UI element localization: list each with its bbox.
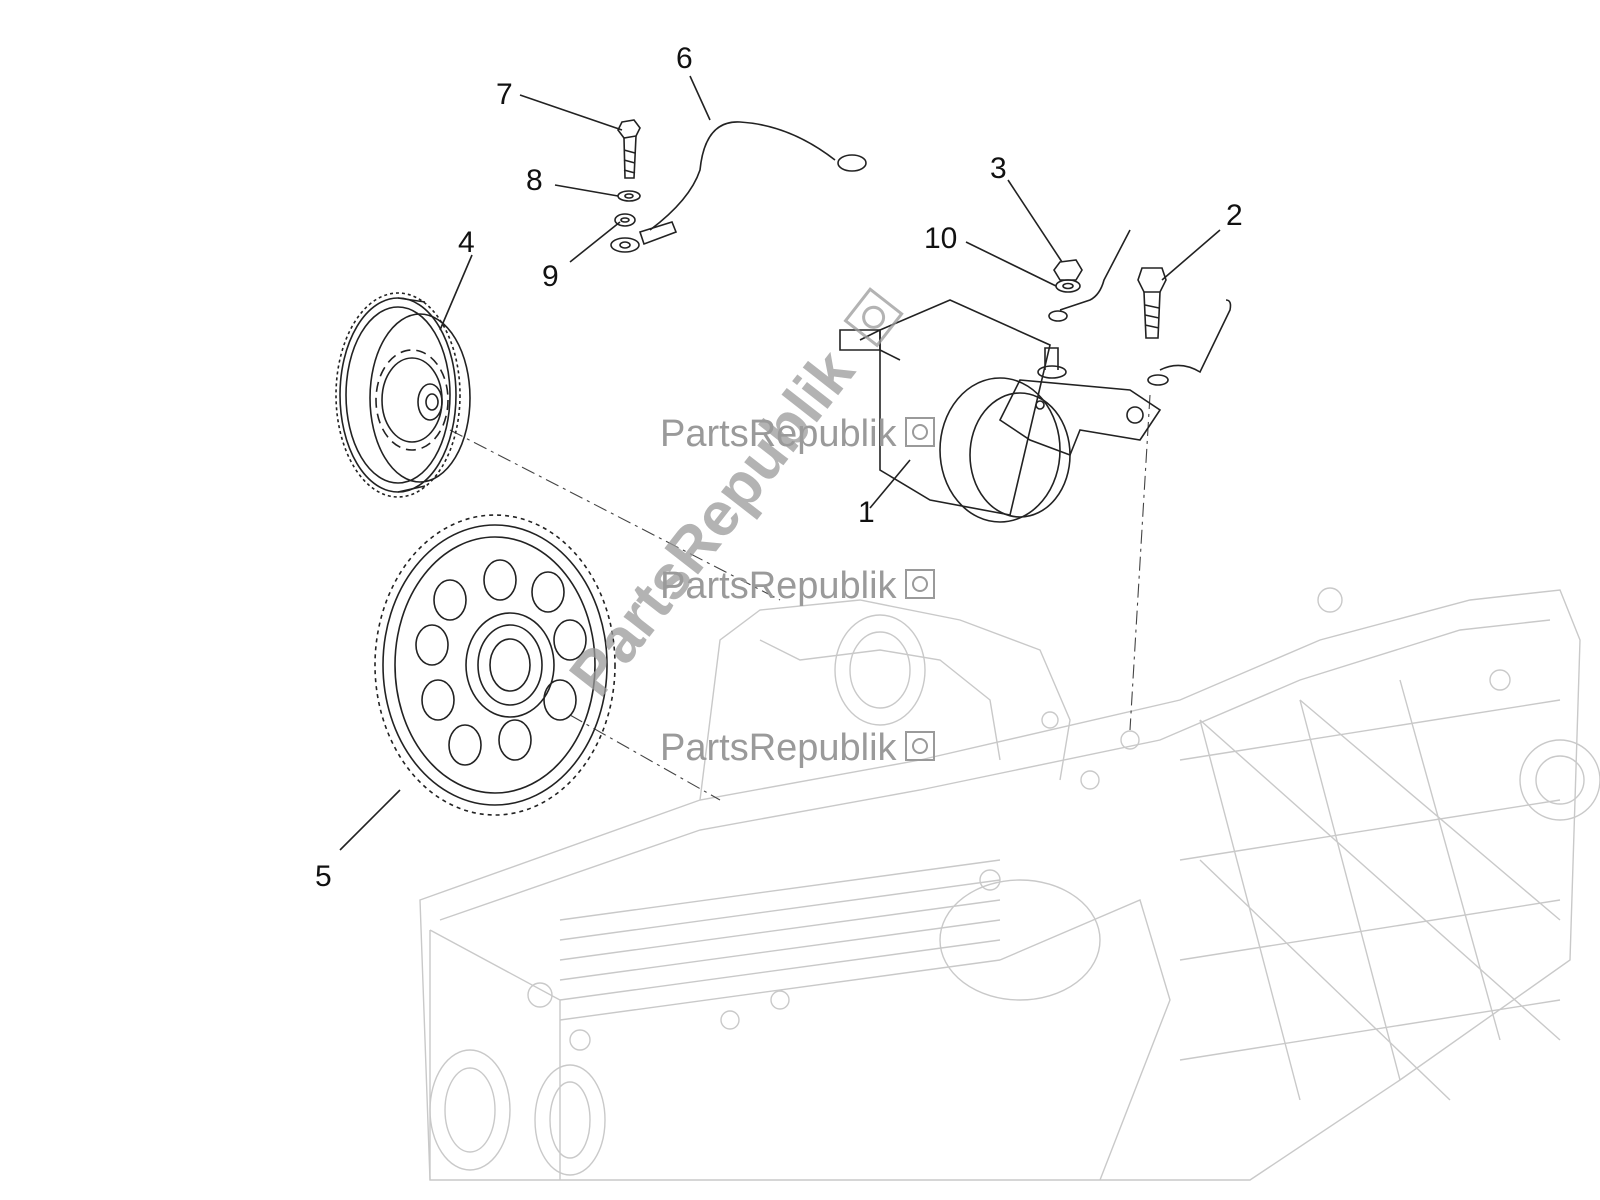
watermark-3: PartsRepublik	[660, 727, 935, 769]
callout-numbers: 1 2 3 4 5 6 7 8 9 10	[315, 42, 1243, 893]
callout-5: 5	[315, 860, 332, 893]
callout-9: 9	[542, 260, 559, 293]
callout-10: 10	[924, 222, 957, 255]
svg-text:PartsRepublik: PartsRepublik	[557, 337, 868, 708]
callout-4: 4	[458, 226, 475, 259]
starter-driven-gear	[374, 514, 616, 816]
callout-3: 3	[990, 152, 1007, 185]
watermark-1: PartsRepublik	[660, 413, 935, 455]
gear-icon	[905, 731, 935, 761]
callout-6: 6	[676, 42, 693, 75]
nut-and-washer	[1048, 229, 1131, 322]
gear-icon	[905, 569, 935, 599]
callout-8: 8	[526, 164, 543, 197]
watermarks: PartsRepublik PartsRepublik PartsRepubli…	[557, 287, 935, 769]
ground-cable	[610, 121, 867, 253]
cable-bolt-and-washers	[614, 119, 641, 227]
gear-icon	[905, 417, 935, 447]
watermark-2: PartsRepublik	[660, 565, 935, 607]
callout-7: 7	[496, 78, 513, 111]
callout-2: 2	[1226, 199, 1243, 232]
callout-1: 1	[858, 496, 875, 529]
svg-text:PartsRepublik: PartsRepublik	[660, 727, 898, 769]
engine-crankcase-ghost	[419, 587, 1600, 1181]
watermark-4-diagonal: PartsRepublik	[557, 287, 904, 709]
intermediate-gear	[335, 292, 471, 498]
mounting-bolt	[1137, 267, 1232, 386]
svg-text:PartsRepublik: PartsRepublik	[660, 565, 898, 607]
starter-motor	[839, 299, 1162, 523]
gear-icon	[843, 287, 904, 348]
svg-text:PartsRepublik: PartsRepublik	[660, 413, 898, 455]
callout-leader-lines	[339, 75, 1221, 851]
